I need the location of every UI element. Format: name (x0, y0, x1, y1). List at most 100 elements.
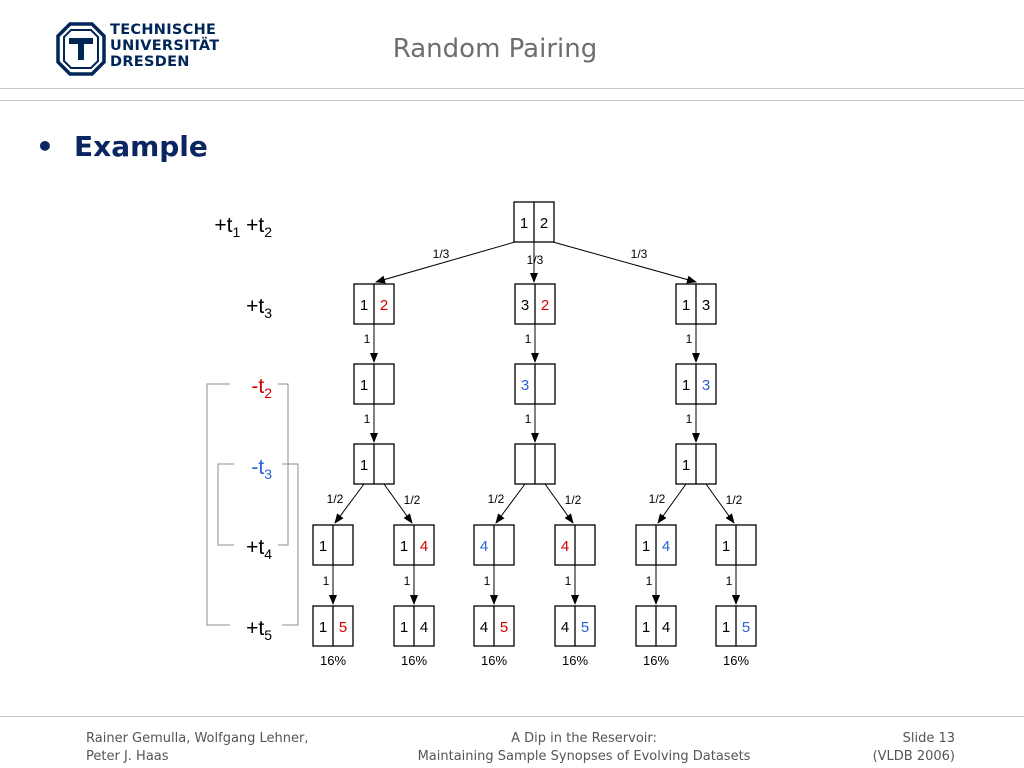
node-cell-value: 1 (682, 297, 690, 314)
node-cell-value: 1 (360, 297, 368, 314)
footer-venue: (VLDB 2006) (872, 749, 955, 764)
node-cell-value: 1 (360, 457, 368, 474)
node-cell-value: 4 (561, 538, 569, 555)
step-label: +t5 (246, 617, 272, 643)
tree-edge (544, 483, 574, 524)
footer-authors-line-1: Rainer Gemulla, Wolfgang Lehner, (86, 731, 309, 746)
edge-probability: 1 (565, 574, 572, 588)
node-cell-value: 1 (319, 619, 327, 636)
node-cell-value: 1 (400, 538, 408, 555)
tree-edge (495, 483, 526, 524)
edge-probability: 1 (686, 412, 693, 426)
node-cell-value: 3 (521, 297, 529, 314)
node-cell-value: 1 (682, 377, 690, 394)
tud-logo-mark-icon (56, 22, 106, 76)
footer-slide-number: Slide 13 (902, 731, 955, 746)
node-cell-value: 1 (722, 619, 730, 636)
node-cell-value: 1 (400, 619, 408, 636)
tree-edge (552, 241, 697, 284)
step-label: +t4 (246, 536, 272, 562)
node-cell-value: 4 (480, 619, 488, 636)
step-label: +t3 (246, 295, 272, 321)
node-cell-value: 1 (520, 215, 528, 232)
outcome-probability: 16% (320, 653, 346, 668)
edge-probability: 1 (484, 574, 491, 588)
edge-probability: 1/2 (404, 493, 421, 507)
node-cell-value: 4 (561, 619, 569, 636)
footer-rule (0, 716, 1024, 717)
node-cell-value: 5 (581, 619, 589, 636)
footer-talk-line-2: Maintaining Sample Synopses of Evolving … (417, 749, 751, 764)
edge-probability: 1/2 (726, 493, 743, 507)
tree-node: 1 (312, 524, 354, 566)
node-cell-value: 1 (642, 619, 650, 636)
tree-edge (657, 483, 687, 524)
edge-probability: 1 (364, 412, 371, 426)
logo-line-1: TECHNISCHE (110, 22, 217, 38)
edge-probability: 1 (726, 574, 733, 588)
footer-authors: Rainer Gemulla, Wolfgang Lehner, Peter J… (86, 730, 309, 766)
node-cell-value: 1 (360, 377, 368, 394)
edge-probability: 1/3 (631, 247, 648, 261)
outcome-probability: 16% (562, 653, 588, 668)
tree-edge (334, 483, 365, 524)
node-cell-value: 4 (662, 619, 670, 636)
bullet-item: •Example (36, 130, 208, 163)
footer-authors-line-2: Peter J. Haas (86, 749, 169, 764)
node-cell-value: 4 (420, 538, 428, 555)
tud-logo: TECHNISCHE UNIVERSITÄT DRESDEN (56, 22, 226, 76)
tree-node (514, 443, 556, 485)
bracket-outer-right (282, 463, 299, 626)
node-cell-value: 4 (480, 538, 488, 555)
outcome-probability: 16% (481, 653, 507, 668)
node-cell-value: 2 (380, 297, 388, 314)
edge-probability: 1 (686, 332, 693, 346)
logo-line-3: DRESDEN (110, 54, 190, 70)
header-rule-top (0, 88, 1024, 89)
edge-probability: 1/3 (527, 253, 544, 267)
node-cell-value: 2 (541, 297, 549, 314)
slide-title: Random Pairing (392, 34, 598, 64)
outcome-probability: 16% (723, 653, 749, 668)
node-cell-value: 3 (702, 297, 710, 314)
edge-probability: 1 (525, 412, 532, 426)
node-cell-value: 4 (420, 619, 428, 636)
step-label: -t3 (251, 456, 272, 482)
tree-node: 4 (473, 524, 515, 566)
footer-talk-title: A Dip in the Reservoir: Maintaining Samp… (384, 730, 784, 766)
node-cell-value: 5 (339, 619, 347, 636)
node-cell-value: 5 (500, 619, 508, 636)
tree-node: 1 (715, 524, 757, 566)
node-cell-value: 2 (540, 215, 548, 232)
bracket-outer-left (206, 383, 230, 626)
edge-probability: 1/2 (488, 492, 505, 506)
node-cell-value: 3 (702, 377, 710, 394)
tree-node: 1 (353, 363, 395, 405)
logo-wordmark: TECHNISCHE UNIVERSITÄT DRESDEN (110, 22, 220, 70)
tree-node: 3 (514, 363, 556, 405)
edge-probability: 1/2 (565, 493, 582, 507)
edge-probability: 1 (323, 574, 330, 588)
footer-slide-info: Slide 13 (VLDB 2006) (830, 730, 955, 766)
step-labels: +t1 +t2+t3-t2-t3+t4+t5 (214, 214, 272, 643)
bracket-lines (206, 383, 299, 626)
edge-probability: 1 (646, 574, 653, 588)
node-cell-value: 5 (742, 619, 750, 636)
footer-talk-line-1: A Dip in the Reservoir: (511, 731, 657, 746)
bracket-inner-left (217, 463, 234, 546)
tree-node: 4 (554, 524, 596, 566)
edge-probability: 1 (364, 332, 371, 346)
